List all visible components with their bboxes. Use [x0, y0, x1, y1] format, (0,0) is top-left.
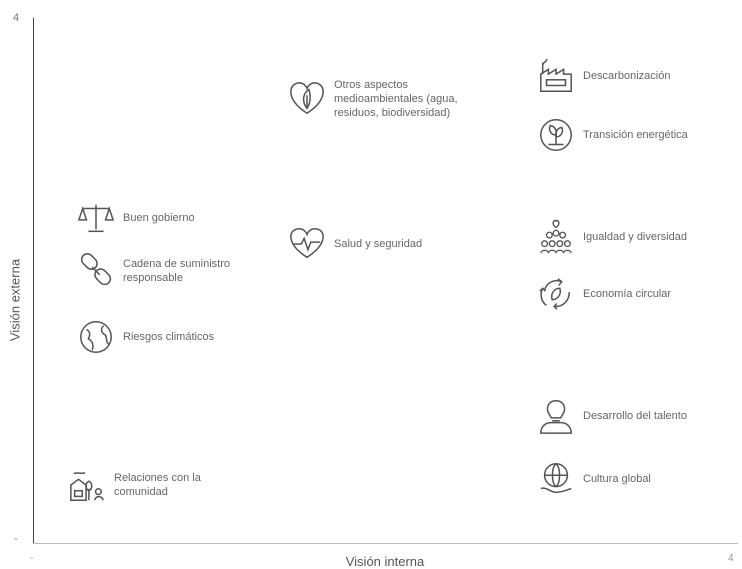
y-axis-top-tick: 4 [13, 12, 20, 24]
chain-link-icon [77, 252, 115, 290]
y-axis-label: Visión externa [7, 258, 23, 342]
item-label: Descarbonización [583, 70, 671, 82]
x-axis-right-tick: 4 [728, 553, 734, 564]
item-label: Relaciones con la comunidad [114, 472, 201, 498]
item-cadena-suministro: Cadena de suministro responsable [77, 252, 263, 290]
x-axis-line [33, 543, 738, 544]
heartbeat-icon [288, 225, 326, 263]
scales-icon [77, 199, 115, 237]
item-label: Riesgos climáticos [123, 331, 215, 343]
item-riesgos-climaticos: Riesgos climáticos [77, 318, 214, 356]
item-relaciones-comunidad: Relaciones con la comunidad [68, 466, 254, 504]
item-label: Salud y seguridad [334, 238, 423, 250]
item-igualdad-diversidad: Igualdad y diversidad [537, 218, 687, 256]
x-axis-label: Visión interna [345, 554, 425, 569]
item-label: Cadena de suministro responsable [123, 258, 231, 284]
y-axis-bottom-tick: - [14, 533, 18, 545]
item-transicion: Transición energética [537, 116, 688, 154]
item-label: Igualdad y diversidad [583, 231, 687, 243]
leaf-heart-icon [288, 80, 326, 118]
x-axis-left-tick: - [30, 553, 34, 564]
factory-icon [537, 57, 575, 95]
item-economia-circular: Economía circular [537, 275, 671, 313]
item-descarbonizacion: Descarbonización [537, 57, 670, 95]
person-lightbulb-icon [537, 397, 575, 435]
people-group-icon [537, 218, 575, 256]
item-label: Buen gobierno [123, 212, 195, 224]
item-label: Economía circular [583, 288, 672, 300]
item-label: Desarrollo del talento [583, 410, 687, 422]
community-icon [68, 466, 106, 504]
item-salud-seguridad: Salud y seguridad [288, 225, 422, 263]
globe-leaf-icon [77, 318, 115, 356]
item-label: Otros aspectos medioambientales (agua, r… [334, 79, 458, 119]
energy-plant-icon [537, 116, 575, 154]
item-label: Cultura global [583, 473, 651, 485]
item-buen-gobierno: Buen gobierno [77, 199, 195, 237]
recycle-icon [537, 275, 575, 313]
y-axis-line [33, 18, 34, 543]
item-label: Transición energética [583, 129, 688, 141]
item-desarrollo-talento: Desarrollo del talento [537, 397, 687, 435]
item-cultura-global: Cultura global [537, 460, 651, 498]
globe-hand-icon [537, 460, 575, 498]
item-medioambiente: Otros aspectos medioambientales (agua, r… [288, 78, 484, 120]
